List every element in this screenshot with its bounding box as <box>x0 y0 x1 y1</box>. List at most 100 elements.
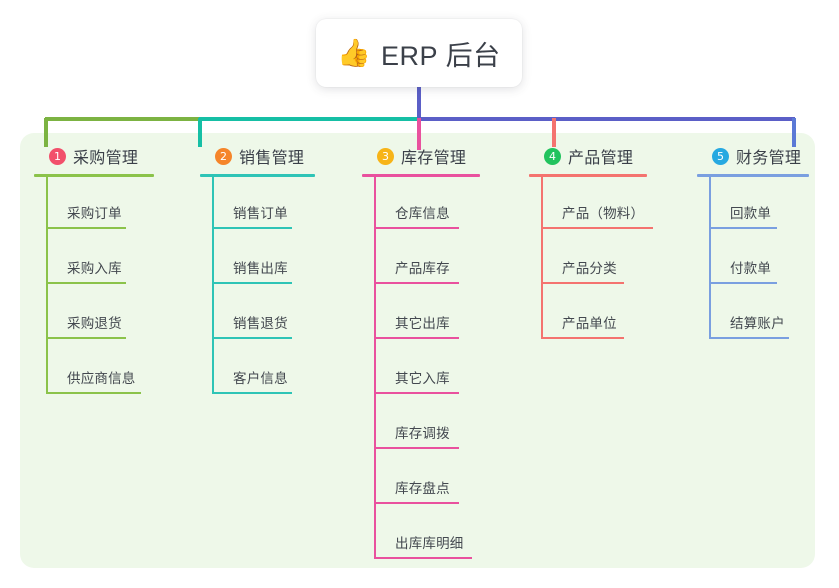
root-title: ERP 后台 <box>381 40 501 71</box>
list-item-label: 其它入库 <box>395 371 450 386</box>
list-item[interactable]: 采购退货 <box>34 287 186 342</box>
branch-items-4: 产品（物料） 产品分类产品单位 <box>529 177 689 342</box>
branch-items-2: 销售订单销售出库销售退货客户信息 <box>200 177 352 397</box>
list-item-label: 产品单位 <box>562 316 617 331</box>
list-item-underline <box>212 282 292 284</box>
list-item-label: 仓库信息 <box>395 206 450 221</box>
list-item-label: 出库库明细 <box>395 536 464 551</box>
list-item-underline <box>46 227 126 229</box>
branch-header-5[interactable]: 5 财务管理 <box>697 143 837 169</box>
list-item[interactable]: 库存调拨 <box>362 397 522 452</box>
list-item-label: 供应商信息 <box>67 371 136 386</box>
branch-spine-3 <box>374 177 376 559</box>
branch-header-3[interactable]: 3 库存管理 <box>362 143 522 169</box>
list-item-underline <box>46 392 141 394</box>
list-item-label: 产品（物料） <box>562 206 645 221</box>
branch-spine-1 <box>46 177 48 394</box>
branch-badge-5: 5 <box>712 147 729 165</box>
branch-items-5: 回款单付款单结算账户 <box>697 177 837 342</box>
branch-2: 2 销售管理销售订单销售出库销售退货客户信息 <box>200 143 352 397</box>
list-item[interactable]: 产品分类 <box>529 232 689 287</box>
list-item-underline <box>709 282 777 284</box>
branch-items-3: 仓库信息产品库存其它出库其它入库库存调拨库存盘点出库库明细 <box>362 177 522 562</box>
branch-underline-2 <box>200 174 315 177</box>
list-item[interactable]: 销售订单 <box>200 177 352 232</box>
list-item-underline <box>374 447 459 449</box>
list-item-underline <box>374 392 459 394</box>
list-item-underline <box>46 282 126 284</box>
list-item-underline <box>46 337 126 339</box>
list-item[interactable]: 客户信息 <box>200 342 352 397</box>
branch-title-4: 产品管理 <box>568 150 634 167</box>
list-item[interactable]: 其它入库 <box>362 342 522 397</box>
list-item[interactable]: 其它出库 <box>362 287 522 342</box>
list-item[interactable]: 结算账户 <box>697 287 837 342</box>
list-item-label: 付款单 <box>730 261 772 276</box>
list-item[interactable]: 采购入库 <box>34 232 186 287</box>
branch-underline-4 <box>529 174 647 177</box>
list-item-underline <box>709 337 789 339</box>
list-item[interactable]: 产品（物料） <box>529 177 689 232</box>
branch-title-5: 财务管理 <box>736 150 802 167</box>
list-item[interactable]: 供应商信息 <box>34 342 186 397</box>
branch-items-1: 采购订单采购入库采购退货供应商信息 <box>34 177 186 397</box>
branch-badge-3: 3 <box>377 147 394 165</box>
thumbs-up-icon: 👍 <box>337 38 372 68</box>
list-item-underline <box>212 337 292 339</box>
list-item-label: 结算账户 <box>730 316 785 331</box>
branch-underline-5 <box>697 174 809 177</box>
list-item-underline <box>541 227 653 229</box>
list-item[interactable]: 仓库信息 <box>362 177 522 232</box>
branch-1: 1 采购管理采购订单采购入库采购退货供应商信息 <box>34 143 186 397</box>
branch-badge-2: 2 <box>215 147 232 165</box>
list-item-underline <box>374 557 472 559</box>
branch-5: 5 财务管理回款单付款单结算账户 <box>697 143 837 342</box>
list-item-label: 产品库存 <box>395 261 450 276</box>
list-item-label: 销售订单 <box>233 206 288 221</box>
list-item-label: 采购订单 <box>67 206 122 221</box>
list-item-label: 采购入库 <box>67 261 122 276</box>
list-item[interactable]: 回款单 <box>697 177 837 232</box>
list-item-label: 库存盘点 <box>395 481 450 496</box>
branch-badge-1: 1 <box>49 147 66 165</box>
list-item-label: 其它出库 <box>395 316 450 331</box>
branch-spine-5 <box>709 177 711 339</box>
list-item[interactable]: 出库库明细 <box>362 507 522 562</box>
list-item[interactable]: 产品单位 <box>529 287 689 342</box>
list-item-label: 销售出库 <box>233 261 288 276</box>
branch-header-2[interactable]: 2 销售管理 <box>200 143 352 169</box>
list-item-label: 销售退货 <box>233 316 288 331</box>
list-item-label: 产品分类 <box>562 261 617 276</box>
branches-panel <box>20 133 815 568</box>
list-item[interactable]: 产品库存 <box>362 232 522 287</box>
list-item-label: 库存调拨 <box>395 426 450 441</box>
branch-3: 3 库存管理仓库信息产品库存其它出库其它入库库存调拨库存盘点出库库明细 <box>362 143 522 562</box>
list-item[interactable]: 销售退货 <box>200 287 352 342</box>
list-item-underline <box>212 227 292 229</box>
list-item-underline <box>374 502 459 504</box>
list-item-underline <box>541 282 624 284</box>
list-item-label: 客户信息 <box>233 371 288 386</box>
branch-spine-2 <box>212 177 214 394</box>
list-item-underline <box>374 227 459 229</box>
list-item-underline <box>709 227 777 229</box>
list-item[interactable]: 库存盘点 <box>362 452 522 507</box>
list-item-underline <box>212 392 292 394</box>
list-item-underline <box>374 282 459 284</box>
list-item[interactable]: 采购订单 <box>34 177 186 232</box>
list-item-underline <box>374 337 459 339</box>
list-item-label: 回款单 <box>730 206 772 221</box>
list-item[interactable]: 付款单 <box>697 232 837 287</box>
branch-underline-3 <box>362 174 480 177</box>
root-node[interactable]: 👍 ERP 后台 <box>316 19 522 87</box>
branch-title-3: 库存管理 <box>401 150 467 167</box>
branch-header-1[interactable]: 1 采购管理 <box>34 143 186 169</box>
branch-spine-4 <box>541 177 543 339</box>
list-item-label: 采购退货 <box>67 316 122 331</box>
branch-title-1: 采购管理 <box>73 150 139 167</box>
list-item[interactable]: 销售出库 <box>200 232 352 287</box>
branch-title-2: 销售管理 <box>239 150 305 167</box>
